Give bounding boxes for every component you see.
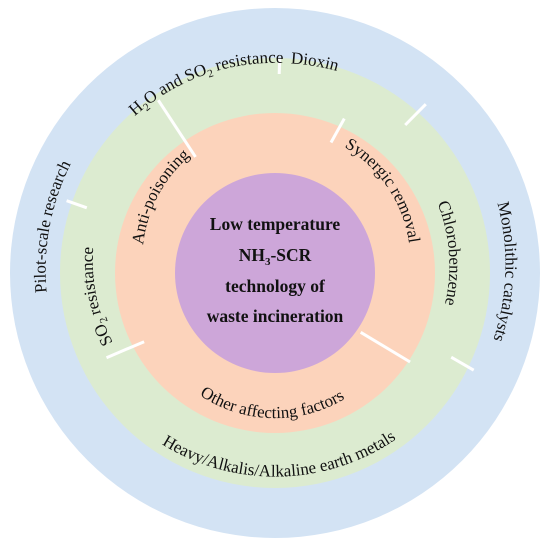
core-circle (175, 173, 375, 373)
ring-dividers (66, 58, 475, 372)
center-title-line3: technology of (225, 276, 325, 296)
center-title-line1: Low temperature (210, 214, 341, 234)
center-title-line4: waste incineration (207, 306, 344, 326)
center-title-line2: NH3-SCR (239, 245, 312, 268)
